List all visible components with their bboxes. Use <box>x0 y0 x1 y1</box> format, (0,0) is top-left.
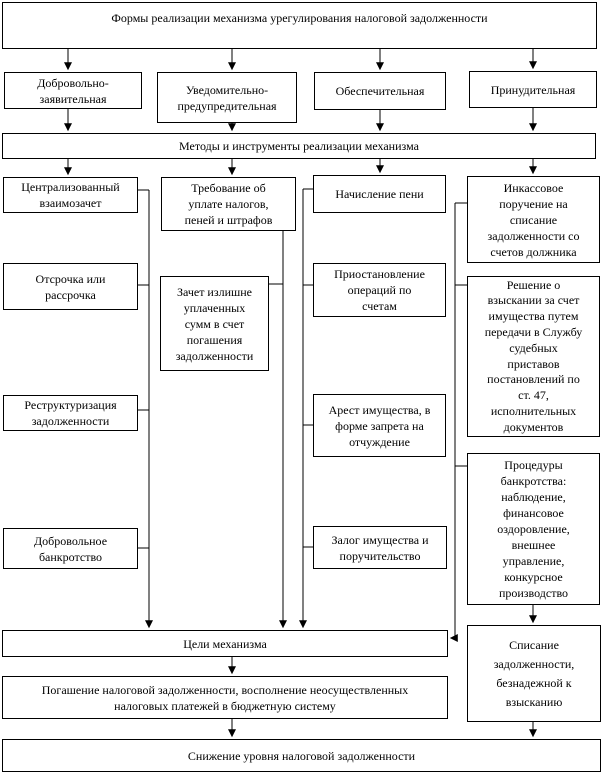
account-operations-suspension-box: Приостановление операций по счетам <box>313 263 446 317</box>
bankruptcy-procedures-box: Процедуры банкротства: наблюдение, финан… <box>467 453 600 605</box>
debt-repayment-bar: Погашение налоговой задолженности, воспо… <box>2 676 448 719</box>
property-recovery-decision-box: Решение о взыскании за счет имущества пу… <box>467 276 600 437</box>
tax-payment-demand-box: Требование об уплате налогов, пеней и шт… <box>161 177 296 231</box>
overpayment-offset-box: Зачет излишне уплаченных сумм в счет пог… <box>160 276 269 371</box>
penalty-accrual-box: Начисление пени <box>313 175 446 213</box>
property-pledge-box: Залог имущества и поручительство <box>313 526 447 569</box>
debt-level-reduction-bar: Снижение уровня налоговой задолженности <box>2 739 601 772</box>
voluntary-bankruptcy-box: Добровольное банкротство <box>3 528 138 569</box>
property-arrest-box: Арест имущества, в форме запрета на отчу… <box>313 394 446 457</box>
centralized-offset-box: Централизованный взаимозачет <box>3 177 138 213</box>
deferral-installment-box: Отсрочка или рассрочка <box>3 263 138 310</box>
debt-restructuring-box: Реструктуризация задолженности <box>3 395 138 431</box>
collection-order-box: Инкассовое поручение на списание задолже… <box>467 176 600 263</box>
bad-debt-writeoff-box: Списание задолженности, безнадежной к вз… <box>467 625 601 722</box>
form-voluntary-declarative-box: Добровольно- заявительная <box>4 72 142 109</box>
form-enforced-box: Принудительная <box>469 71 597 108</box>
form-security-box: Обеспечительная <box>314 72 446 110</box>
methods-and-instruments-bar: Методы и инструменты реализации механизм… <box>2 133 596 159</box>
mechanism-goals-bar: Цели механизма <box>2 630 448 657</box>
form-notification-warning-box: Уведомительно- предупредительная <box>157 72 297 123</box>
title-box: Формы реализации механизма урегулировани… <box>2 2 597 49</box>
